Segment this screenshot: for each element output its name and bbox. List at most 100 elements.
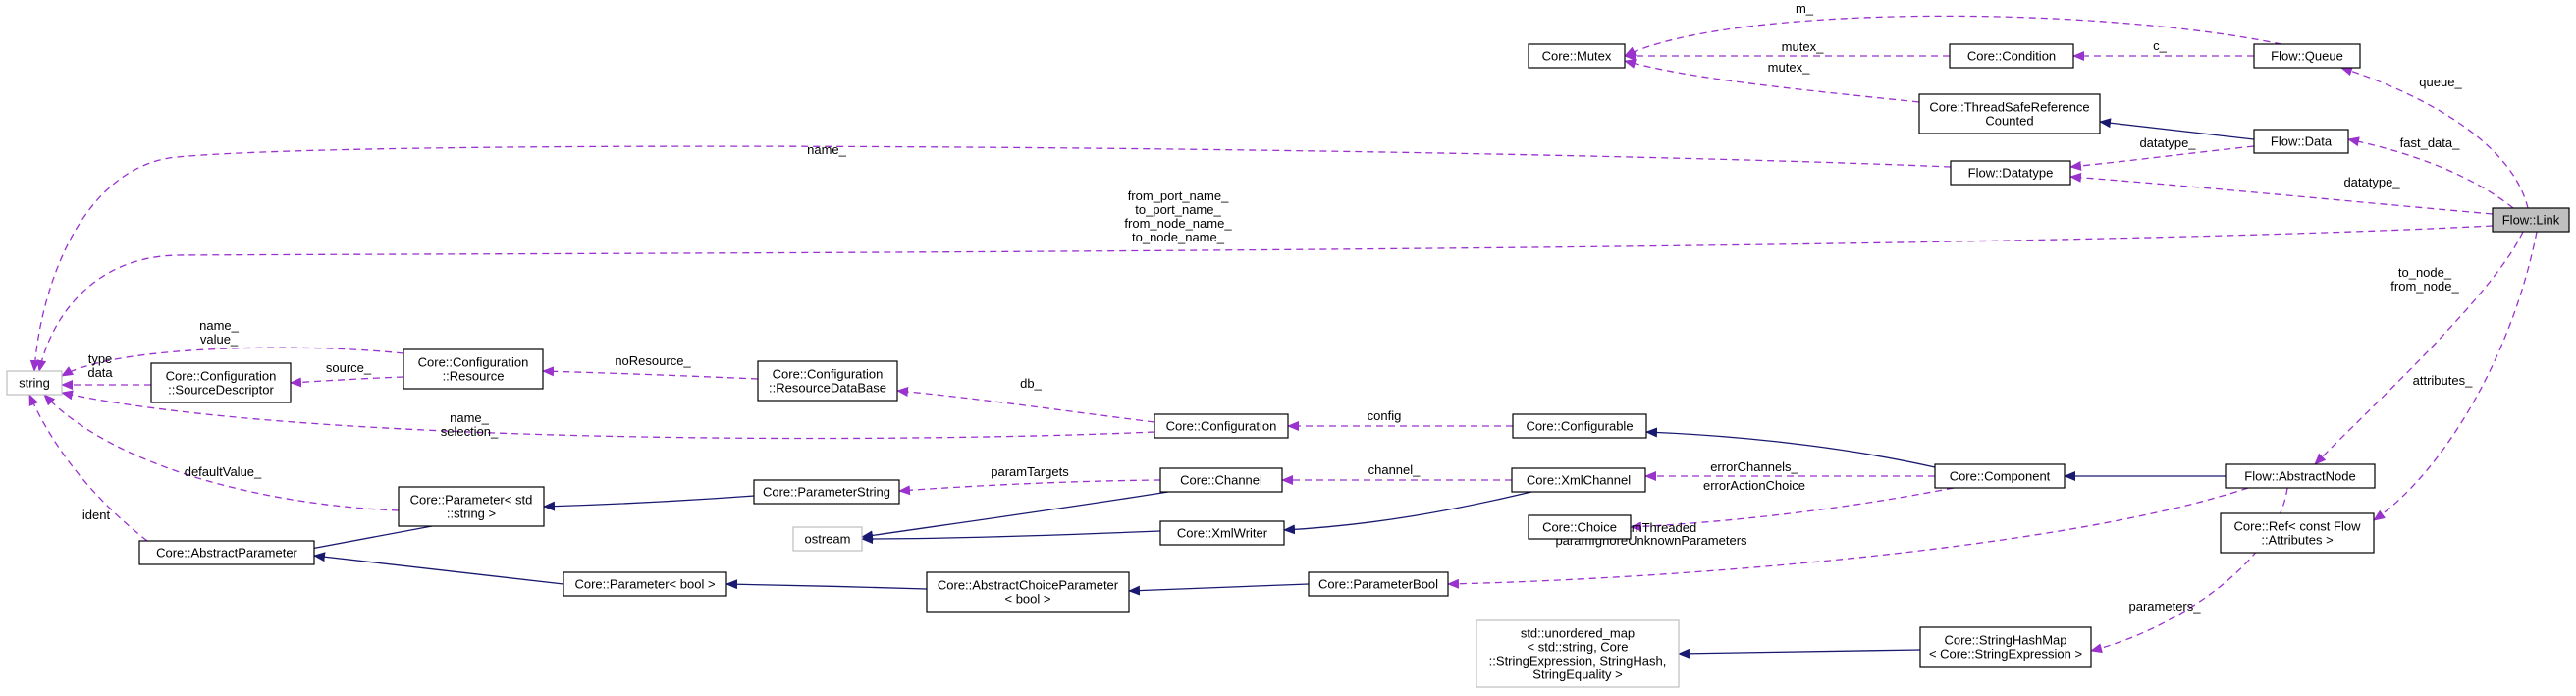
inheritance-edge-xmlwriter-ostream: [861, 530, 1161, 544]
edge-label-datatype-string-0: name_: [807, 142, 847, 157]
class-node-core-xmlwriter[interactable]: Core::XmlWriter: [1159, 520, 1285, 546]
class-node-box: [2253, 43, 2361, 69]
class-node-label-line: Core::Configuration: [166, 369, 277, 384]
edge-label-link-string-0: from_port_name_: [1128, 188, 1229, 203]
edge-label-link-abstractnode-0: to_node_: [2398, 265, 2452, 280]
edge-label-link-queue-0: queue_: [2419, 75, 2462, 89]
edge-label-resource-string-0: name_: [199, 318, 240, 333]
class-node-flow-data[interactable]: Flow::Data: [2253, 129, 2349, 154]
class-node-label-line: Core::ParameterString: [763, 485, 890, 500]
class-node-label-line: Core::Parameter< std: [410, 493, 533, 508]
class-node-core-choice[interactable]: Core::Choice: [1528, 514, 1632, 540]
class-node-label-line: < bool >: [1005, 592, 1051, 607]
edge-label-resource-string-1: value_: [200, 332, 239, 347]
class-node-label-line: Core::Ref< const Flow: [2234, 519, 2362, 534]
class-node-core-channel[interactable]: Core::Channel: [1159, 467, 1283, 493]
class-node-box: [138, 540, 315, 565]
edge-label-configuration-string-1: selection_: [441, 424, 499, 439]
class-node-core-param-string[interactable]: Core::ParameterString: [753, 479, 900, 505]
edge-label-srcdesc-string-0: type: [88, 351, 113, 366]
class-node-box: [757, 360, 898, 402]
class-node-core-config-resdb[interactable]: Core::Configuration::ResourceDataBase: [757, 360, 898, 402]
class-node-core-configuration[interactable]: Core::Configuration: [1154, 413, 1289, 439]
member-edge-configuration-resdb: [896, 387, 1155, 423]
edge-label-xmlchannel-channel-0: channel_: [1368, 462, 1422, 477]
class-node-box: [1918, 93, 2101, 134]
class-node-label-line: Core::AbstractChoiceParameter: [938, 578, 1119, 593]
class-node-core-config-srcdesc[interactable]: Core::Configuration::SourceDescriptor: [150, 362, 292, 403]
class-node-core-mutex[interactable]: Core::Mutex: [1528, 43, 1626, 69]
edge-layer: [28, 15, 2538, 659]
class-node-label-line: Flow::Datatype: [1968, 166, 2054, 181]
class-node-core-condition[interactable]: Core::Condition: [1949, 43, 2074, 69]
class-node-flow-abstractnode[interactable]: Flow::AbstractNode: [2225, 463, 2376, 489]
class-node-label-line: Core::Component: [1950, 469, 2051, 484]
edge-label-component-xmlchannel-0: errorChannels_: [1710, 459, 1798, 474]
class-node-flow-queue[interactable]: Flow::Queue: [2253, 43, 2361, 69]
class-node-core-component[interactable]: Core::Component: [1934, 463, 2066, 489]
edge-label-configuration-string-0: name_: [450, 410, 490, 425]
inheritance-edge-data-threadsafe: [2099, 118, 2255, 140]
member-edge-datatype-string: [29, 145, 1952, 372]
class-node-box: [926, 571, 1130, 613]
inheritance-edge-stringhashmap-unordered: [1678, 648, 1921, 659]
class-node-box: [1159, 520, 1285, 546]
edge-label-c-0: c_: [2153, 38, 2168, 53]
class-node-label-line: ::SourceDescriptor: [168, 383, 274, 398]
class-node-label-line: Core::XmlChannel: [1527, 473, 1631, 488]
class-node-box: [1528, 514, 1632, 540]
member-edge-link-datatype: [2069, 172, 2494, 215]
class-node-label-line: Counted: [1985, 114, 2033, 129]
member-edge-resource-srcdesc: [290, 376, 404, 388]
class-node-core-abstract-choice-param[interactable]: Core::AbstractChoiceParameter< bool >: [926, 571, 1130, 613]
member-edge-threadsafe-mutex: [1624, 59, 1920, 103]
edge-label-threadsafe-mutex-0: mutex_: [1768, 60, 1810, 75]
class-node-flow-link[interactable]: Flow::Link: [2492, 207, 2570, 233]
class-node-core-param-stdstring[interactable]: Core::Parameter< std::string >: [398, 486, 545, 527]
class-node-core-parameterbool[interactable]: Core::ParameterBool: [1308, 571, 1449, 597]
class-node-box: [6, 370, 63, 396]
member-edge-resdb-resource: [542, 366, 759, 380]
edge-label-param-stdstring-string-0: defaultValue_: [185, 464, 262, 479]
class-node-label-line: Flow::Queue: [2271, 49, 2343, 64]
class-node-label-line: Core::Condition: [1967, 49, 2056, 64]
class-node-label-line: Core::ThreadSafeReference: [1929, 100, 2089, 115]
member-edge-channel-param-string: [898, 479, 1161, 496]
class-node-label-line: < Core::StringExpression >: [1929, 647, 2082, 662]
class-node-label-line: ostream: [805, 532, 851, 547]
class-node-core-ref-attributes[interactable]: Core::Ref< const Flow::Attributes >: [2220, 512, 2375, 554]
class-node-core-abstract-param[interactable]: Core::AbstractParameter: [138, 540, 315, 565]
class-node-label-line: Core::XmlWriter: [1177, 526, 1268, 541]
class-node-core-xmlchannel[interactable]: Core::XmlChannel: [1511, 467, 1646, 493]
class-node-label-line: Flow::AbstractNode: [2244, 469, 2355, 484]
class-node-label-line: Flow::Data: [2271, 134, 2333, 149]
class-node-box: [1476, 619, 1680, 688]
inheritance-edge-component-configurable: [1645, 427, 1936, 468]
class-node-label-line: Flow::Link: [2502, 213, 2560, 228]
class-node-core-param-bool[interactable]: Core::Parameter< bool >: [563, 571, 727, 597]
member-edge-link-queue: [2340, 66, 2529, 209]
class-node-label-line: std::unordered_map: [1521, 626, 1635, 641]
class-node-core-configurable[interactable]: Core::Configurable: [1512, 413, 1647, 439]
class-node-box: [753, 479, 900, 505]
edge-label-data-datatype-0: datatype_: [2139, 135, 2196, 150]
inheritance-edge-param-string-stdstring: [543, 495, 755, 511]
member-edge-link-data: [2347, 136, 2514, 209]
class-node-label-line: ::ResourceDataBase: [769, 381, 886, 396]
member-edge-link-string: [36, 225, 2494, 372]
class-node-flow-datatype[interactable]: Flow::Datatype: [1950, 160, 2071, 186]
edge-label-resource-srcdesc-0: source_: [326, 360, 372, 375]
class-node-label-line: string: [19, 376, 50, 391]
member-edge-configuration-string: [61, 390, 1155, 440]
member-edge-abstractnode-parameterbool: [1447, 487, 2249, 589]
class-node-box: [2220, 512, 2375, 554]
edge-label-component-choice-0: errorActionChoice: [1703, 478, 1805, 493]
class-node-core-config-resource[interactable]: Core::Configuration::Resource: [402, 348, 544, 390]
class-node-label-line: Core::Configuration: [418, 355, 529, 370]
class-node-core-stringhashmap[interactable]: Core::StringHashMap< Core::StringExpress…: [1919, 626, 2092, 668]
edge-label-channel-param-string-0: paramTargets: [991, 464, 1069, 479]
member-edge-abstract-param-string: [28, 394, 148, 542]
